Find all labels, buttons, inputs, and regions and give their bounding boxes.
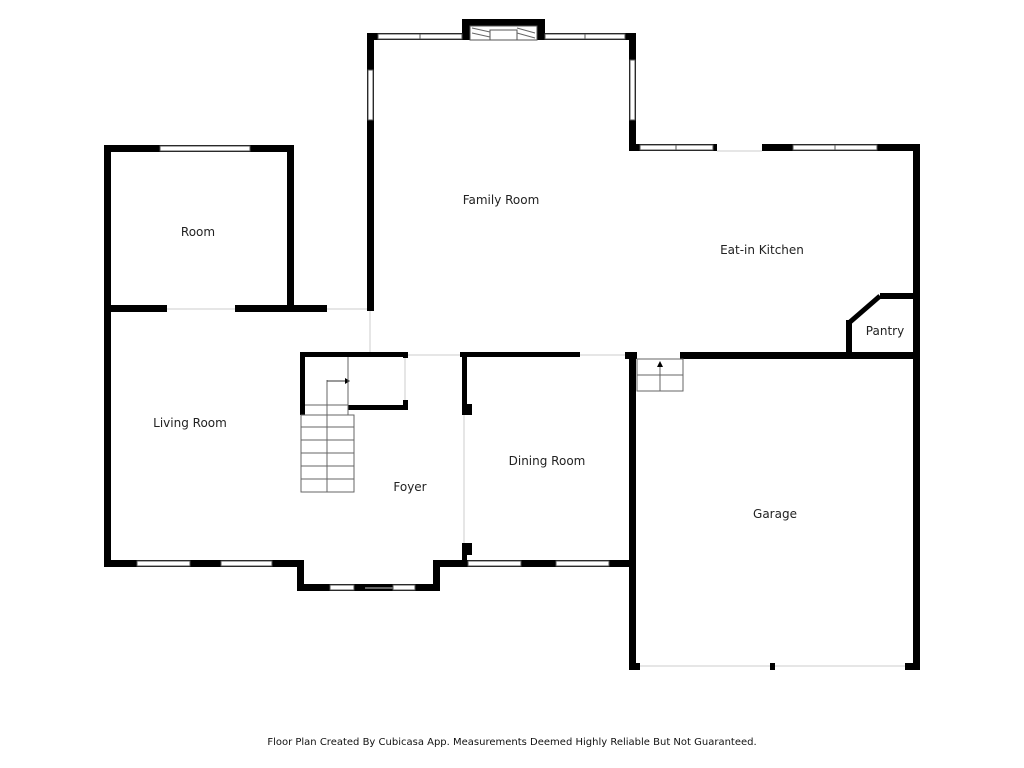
garage-steps [636,358,684,392]
label-foyer: Foyer [393,480,426,494]
walls [104,19,920,670]
windows [136,33,878,591]
footer-disclaimer: Floor Plan Created By Cubicasa App. Meas… [267,737,756,748]
fireplace [469,25,538,41]
label-family-room: Family Room [463,193,540,207]
label-room: Room [181,225,215,239]
label-dining-room: Dining Room [509,454,586,468]
label-living-room: Living Room [153,416,227,430]
staircase [300,357,355,493]
label-eat-in-kitchen: Eat-in Kitchen [720,243,804,257]
label-garage: Garage [753,507,797,521]
label-pantry: Pantry [866,324,904,338]
